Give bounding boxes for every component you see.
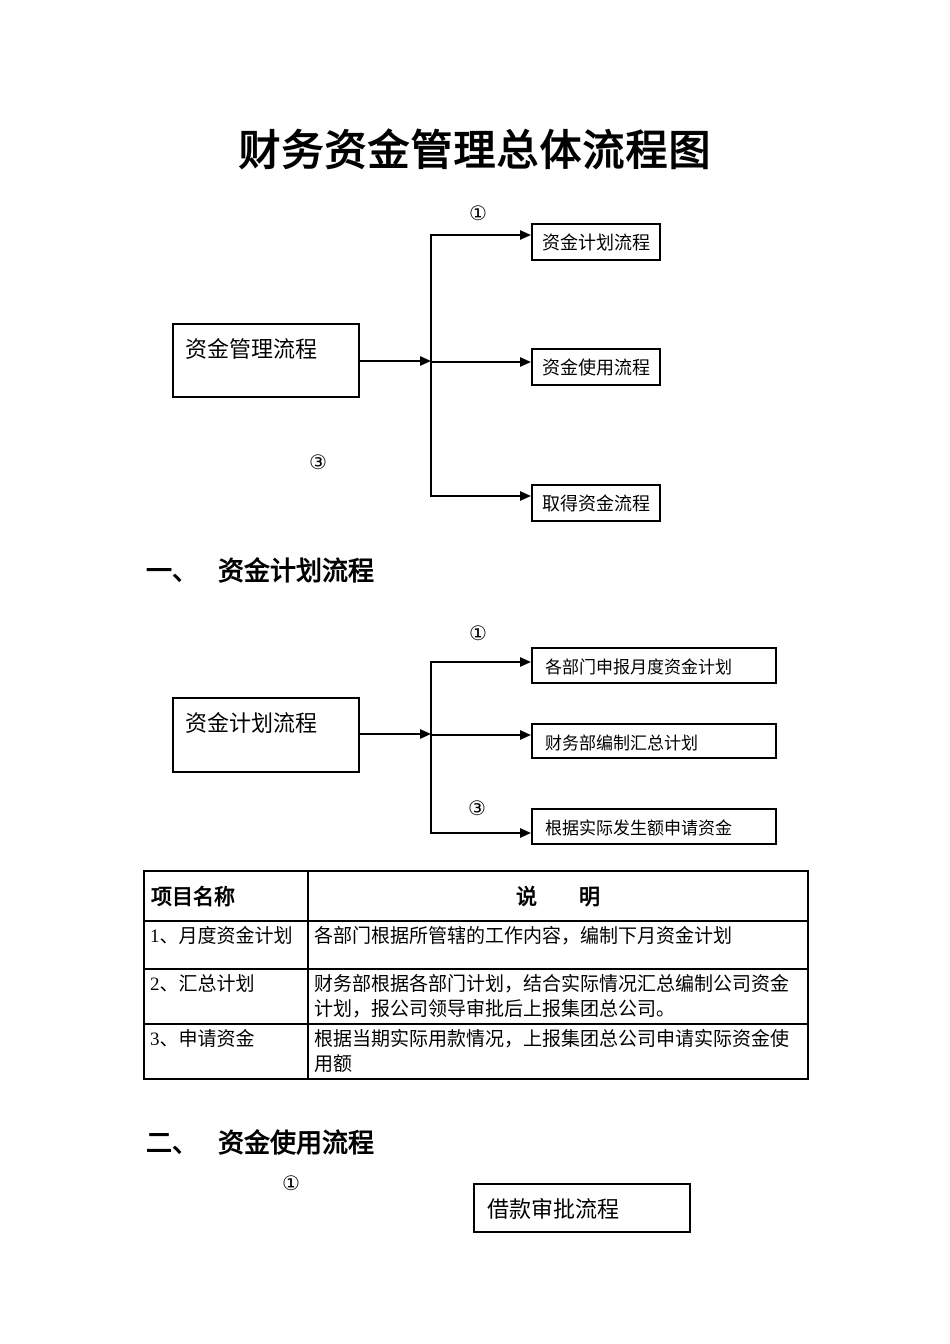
flow-box-fund-obtain: 取得资金流程: [531, 484, 661, 522]
arrowhead-icon: [520, 357, 531, 367]
arrowhead-icon: [520, 230, 531, 240]
section-2-number: 二、: [146, 1129, 199, 1158]
flow-box-fund-plan: 资金计划流程: [531, 223, 661, 261]
item-name-cell: 1、月度资金计划: [143, 920, 309, 970]
circled-1-marker: ①: [469, 621, 487, 645]
column-header-item-name: 项目名称: [143, 870, 309, 922]
section-1-number: 一、: [146, 557, 199, 586]
circled-3-marker: ③: [468, 796, 486, 820]
connector-branch-line: [431, 234, 520, 236]
item-desc-cell: 财务部根据各部门计划，结合实际情况汇总编制公司资金计划，报公司领导审批后上报集团…: [307, 968, 809, 1025]
connector-branch-line: [431, 495, 520, 497]
table-header-row: 项目名称 说 明: [143, 870, 809, 922]
section-2-title: 资金使用流程: [218, 1129, 375, 1158]
connector-root-line: [359, 733, 420, 735]
flow-box-fund-use: 资金使用流程: [531, 348, 661, 386]
flow-box-fund-management: 资金管理流程: [172, 323, 360, 398]
document-title: 财务资金管理总体流程图: [238, 129, 712, 175]
arrowhead-icon: [520, 730, 531, 740]
arrowhead-icon: [420, 729, 431, 739]
flow-box-summary-plan: 财务部编制汇总计划: [531, 723, 777, 759]
plan-items-table: 项目名称 说 明 1、月度资金计划 各部门根据所管辖的工作内容，编制下月资金计划…: [143, 870, 809, 1080]
connector-branch-line: [431, 361, 520, 363]
flow-box-loan-approval: 借款审批流程: [473, 1183, 691, 1233]
circled-1-marker: ①: [282, 1171, 300, 1195]
connector-branch-line: [431, 661, 520, 663]
section-2-heading: 二、资金使用流程: [146, 1128, 374, 1160]
item-name-cell: 2、汇总计划: [143, 968, 309, 1025]
section-1-title: 资金计划流程: [218, 557, 375, 586]
connector-trunk-line: [430, 661, 432, 834]
section-1-heading: 一、资金计划流程: [146, 556, 374, 588]
item-desc-cell: 各部门根据所管辖的工作内容，编制下月资金计划: [307, 920, 809, 970]
column-header-description: 说 明: [307, 870, 809, 922]
item-name-cell: 3、申请资金: [143, 1023, 309, 1080]
item-desc-cell: 根据当期实际用款情况，上报集团总公司申请实际资金使用额: [307, 1023, 809, 1080]
flow-box-fund-plan-root: 资金计划流程: [172, 697, 360, 773]
connector-trunk-line: [430, 234, 432, 497]
table-row: 1、月度资金计划 各部门根据所管辖的工作内容，编制下月资金计划: [143, 920, 809, 970]
arrowhead-icon: [520, 828, 531, 838]
circled-1-marker: ①: [469, 201, 487, 225]
arrowhead-icon: [520, 657, 531, 667]
flow-box-apply-funds: 根据实际发生额申请资金: [531, 808, 777, 845]
table-row: 3、申请资金 根据当期实际用款情况，上报集团总公司申请实际资金使用额: [143, 1023, 809, 1080]
arrowhead-icon: [420, 356, 431, 366]
flow-box-monthly-plan: 各部门申报月度资金计划: [531, 647, 777, 684]
connector-branch-line: [431, 832, 520, 834]
circled-3-marker: ③: [309, 450, 327, 474]
connector-root-line: [359, 360, 421, 362]
table-row: 2、汇总计划 财务部根据各部门计划，结合实际情况汇总编制公司资金计划，报公司领导…: [143, 968, 809, 1025]
connector-branch-line: [431, 734, 520, 736]
arrowhead-icon: [520, 491, 531, 501]
